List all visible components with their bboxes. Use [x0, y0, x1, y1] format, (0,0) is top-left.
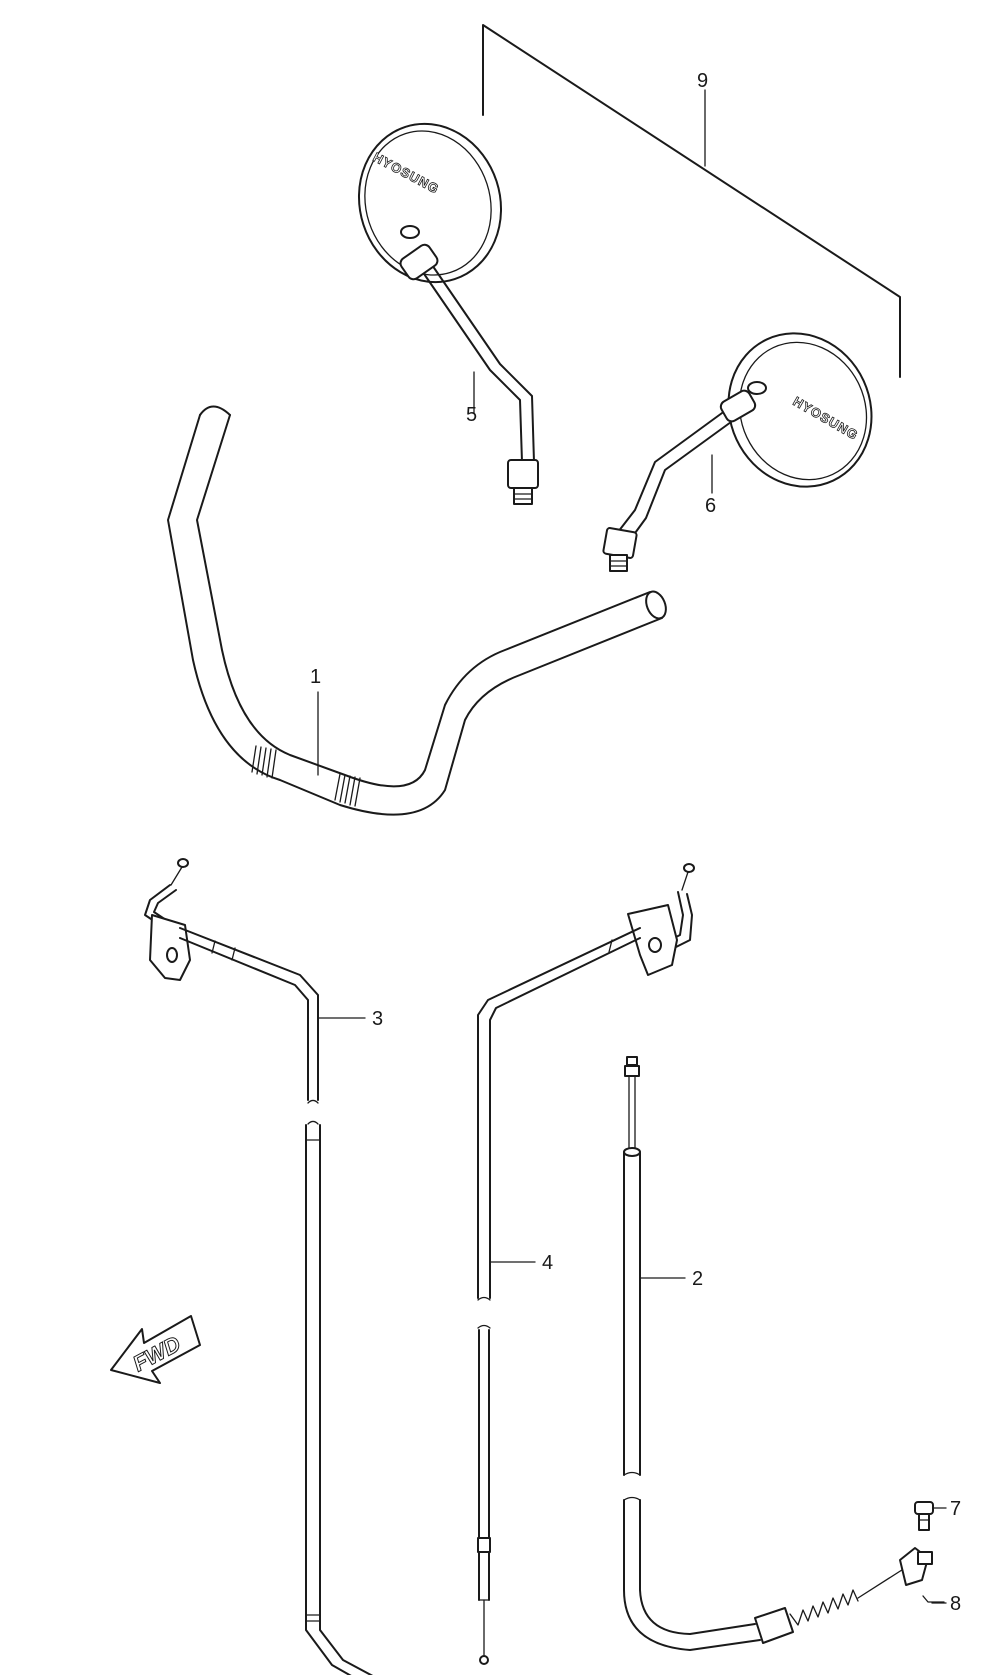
bolt	[914, 1501, 934, 1531]
callout-6: 6	[705, 495, 716, 517]
handlebar	[167, 405, 667, 816]
callout-7: 7	[950, 1498, 961, 1520]
cotter-pin	[922, 1595, 945, 1603]
mirror-set-bracket	[482, 24, 901, 378]
knurl-right	[334, 773, 361, 807]
callout-1: 1	[310, 666, 321, 688]
throttle-cable-right	[477, 863, 695, 1665]
left-mirror: HYOSUNG	[357, 122, 539, 505]
callout-5: 5	[466, 404, 477, 426]
callout-3: 3	[372, 1008, 383, 1030]
callout-9: 9	[697, 70, 708, 92]
callout-4: 4	[542, 1252, 553, 1274]
right-mirror: HYOSUNG	[602, 332, 873, 572]
callout-8: 8	[950, 1593, 961, 1615]
throttle-cable-left	[144, 858, 374, 1675]
knurl-left	[251, 745, 277, 779]
clutch-cable	[623, 1056, 933, 1651]
arrow-left-icon	[110, 1315, 201, 1384]
leader-lines	[317, 371, 947, 1604]
fwd-arrow: FWD	[110, 1315, 201, 1384]
callout-2: 2	[692, 1268, 703, 1290]
callouts: 1 2 3 4 5 6 7 8 9	[310, 70, 961, 1615]
